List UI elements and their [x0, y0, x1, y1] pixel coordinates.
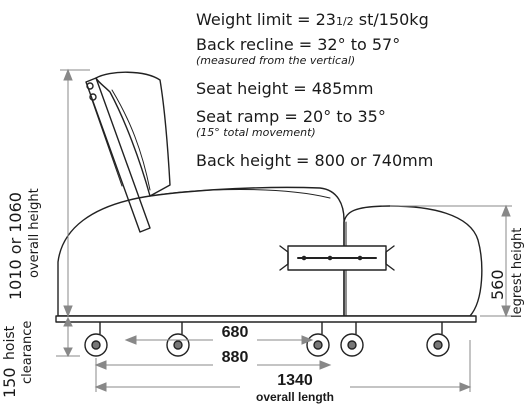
spec-seat-height: Seat height = 485mm — [196, 79, 374, 98]
hoist-label-1: hoist — [2, 325, 18, 360]
spec-seat-ramp: Seat ramp = 20° to 35° — [196, 107, 386, 126]
hoist-value: 150 — [0, 367, 19, 398]
weight-limit-main: Weight limit = 23 — [196, 10, 336, 29]
weight-limit-rest: st/150kg — [353, 10, 429, 29]
recline-frame — [85, 77, 151, 233]
spec-back-recline-note: (measured from the vertical) — [196, 54, 356, 67]
wheel-legrest-right — [426, 322, 450, 357]
weight-limit-fraction: 1/2 — [335, 15, 354, 28]
backrest — [95, 71, 171, 197]
backrest-inner — [111, 89, 151, 191]
base-frame — [55, 315, 477, 323]
wheel-legrest-left — [340, 322, 364, 357]
spec-seat-ramp-note: (15° total movement) — [196, 126, 316, 139]
legrest-height-label: legrest height — [510, 227, 525, 318]
dim-1340-sublabel: overall length — [255, 390, 335, 404]
overall-height-value: 1010 or 1060 — [6, 192, 25, 300]
legrest-height-value: 560 — [488, 269, 507, 300]
dim-680-label: 680 — [221, 324, 249, 341]
overall-height-label: overall height — [27, 188, 42, 278]
wheel-front-left — [306, 322, 330, 357]
pivot-1 — [86, 82, 94, 90]
seat-cushion — [149, 189, 331, 199]
spec-back-height: Back height = 800 or 740mm — [196, 151, 434, 170]
dim-880-label: 880 — [221, 349, 249, 366]
wheel-rear-right — [166, 322, 190, 357]
dim-1340-label: 1340 — [277, 372, 313, 389]
pivot-2 — [89, 93, 97, 101]
legrest-body — [343, 205, 483, 317]
hoist-label-2: clearance — [20, 320, 35, 384]
recline-frame-2 — [91, 99, 123, 187]
wheel-rear-left — [84, 322, 108, 357]
spec-back-recline: Back recline = 32° to 57° — [196, 35, 401, 54]
spec-weight-limit: Weight limit = 231/2 st/150kg — [196, 11, 429, 31]
